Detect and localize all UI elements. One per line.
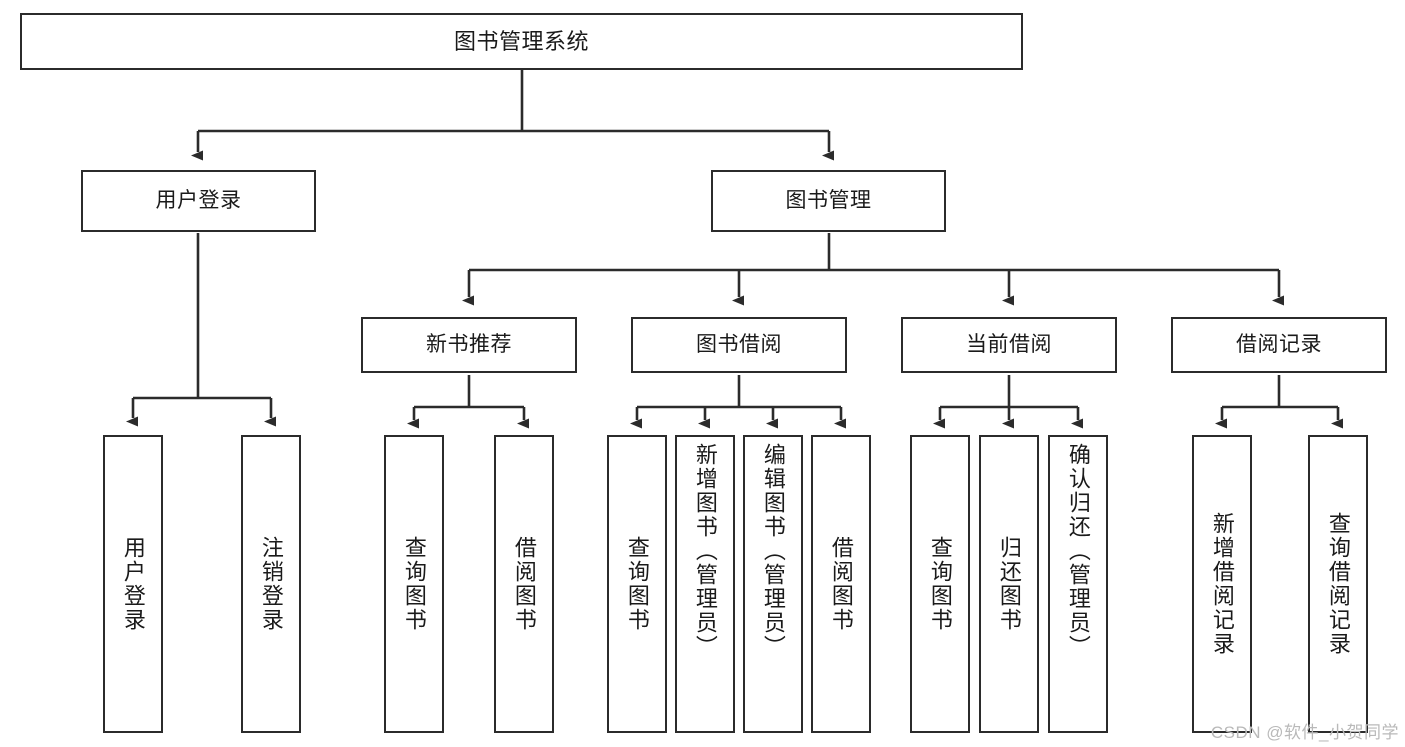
node-label: 查询图书: [927, 536, 953, 632]
node-book-borrowing[interactable]: 图书借阅: [631, 317, 847, 373]
node-label: 查询借阅记录: [1325, 512, 1351, 656]
node-label: 图书管理: [785, 188, 872, 212]
node-borrow-records[interactable]: 借阅记录: [1171, 317, 1387, 373]
node-leaf-query-books-current[interactable]: 查询图书: [910, 435, 970, 733]
node-label: 查询图书: [401, 536, 427, 632]
node-label: 查询图书: [624, 536, 650, 632]
node-leaf-edit-book-admin[interactable]: 编辑图书（管理员）: [743, 435, 803, 733]
node-label: 借阅图书: [828, 536, 854, 632]
node-root-book-management-system[interactable]: 图书管理系统: [20, 13, 1023, 70]
node-leaf-query-borrow-record[interactable]: 查询借阅记录: [1308, 435, 1368, 733]
node-leaf-return-books[interactable]: 归还图书: [979, 435, 1039, 733]
node-leaf-add-book-admin[interactable]: 新增图书（管理员）: [675, 435, 735, 733]
node-leaf-borrow-books[interactable]: 借阅图书: [811, 435, 871, 733]
node-label: 新增图书（管理员）: [692, 443, 718, 659]
node-label: 确认归还（管理员）: [1065, 443, 1091, 659]
node-label: 注销登录: [258, 536, 284, 632]
node-user-login[interactable]: 用户登录: [81, 170, 316, 232]
node-label: 新增借阅记录: [1209, 512, 1235, 656]
node-label: 借阅记录: [1236, 332, 1322, 356]
node-label: 图书借阅: [696, 332, 782, 356]
node-leaf-logout[interactable]: 注销登录: [241, 435, 301, 733]
node-leaf-query-books-new[interactable]: 查询图书: [384, 435, 444, 733]
node-label: 归还图书: [996, 536, 1022, 632]
node-leaf-add-borrow-record[interactable]: 新增借阅记录: [1192, 435, 1252, 733]
node-label: 借阅图书: [511, 536, 537, 632]
node-current-borrowing[interactable]: 当前借阅: [901, 317, 1117, 373]
watermark-text: CSDN @软件_小贺同学: [1210, 723, 1399, 742]
node-label: 图书管理系统: [453, 28, 589, 54]
node-label: 用户登录: [120, 536, 146, 632]
node-label: 编辑图书（管理员）: [760, 443, 786, 659]
node-new-book-recommendation[interactable]: 新书推荐: [361, 317, 577, 373]
node-leaf-user-login[interactable]: 用户登录: [103, 435, 163, 733]
node-book-management[interactable]: 图书管理: [711, 170, 946, 232]
node-label: 用户登录: [155, 188, 242, 212]
node-leaf-confirm-return-admin[interactable]: 确认归还（管理员）: [1048, 435, 1108, 733]
node-leaf-query-books-borrow[interactable]: 查询图书: [607, 435, 667, 733]
node-label: 新书推荐: [426, 332, 512, 356]
node-leaf-borrow-books-new[interactable]: 借阅图书: [494, 435, 554, 733]
node-label: 当前借阅: [966, 332, 1052, 356]
